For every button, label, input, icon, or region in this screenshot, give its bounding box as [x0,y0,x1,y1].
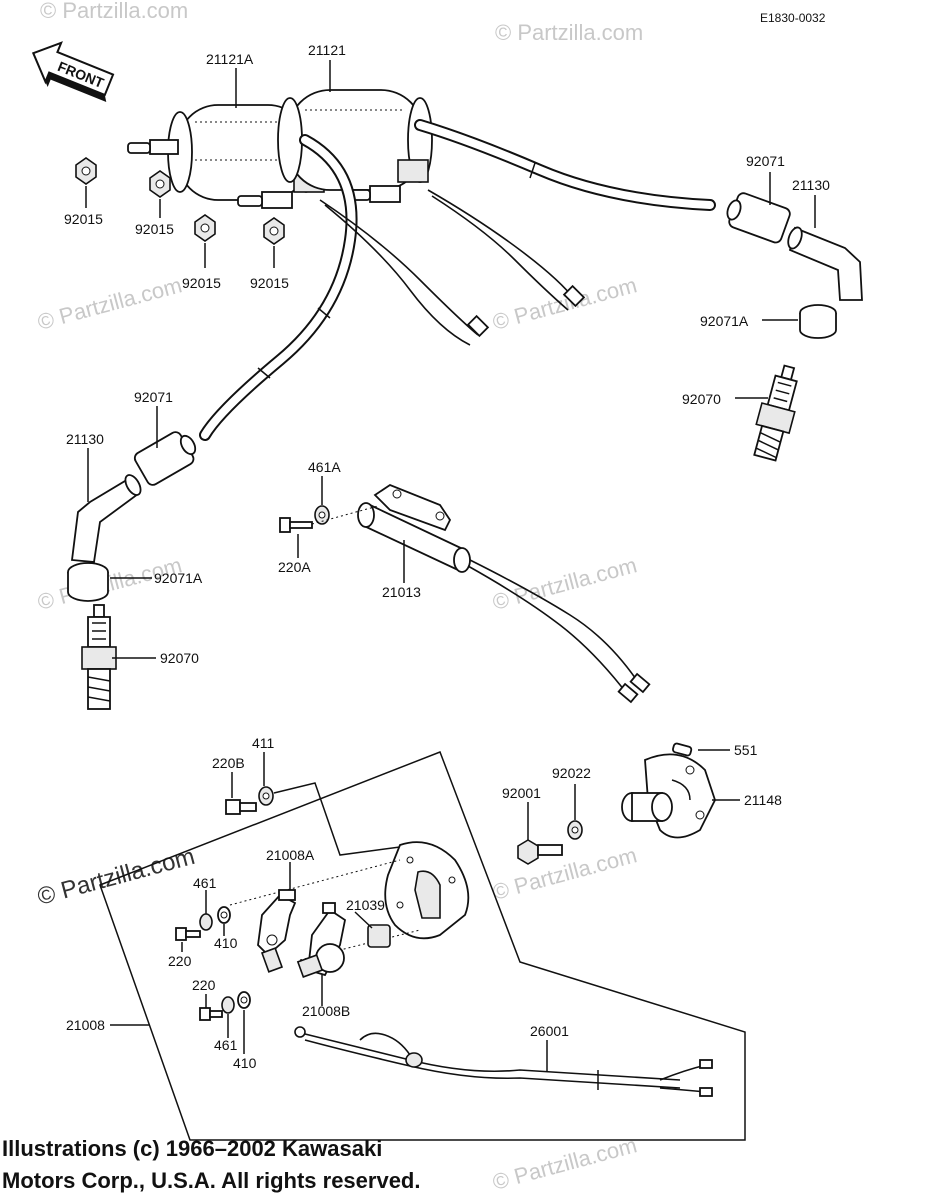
cap-92071-left [133,431,197,486]
part-label: 21008 [66,1017,105,1033]
part-label: 92071 [134,389,173,405]
contact-breaker-21008B [296,902,347,978]
copyright-line: Illustrations (c) 1966–2002 Kawasaki [2,1136,383,1161]
nut-92015 [194,214,216,242]
part-label: 92071A [154,570,203,586]
ignition-coil-21121 [277,89,433,203]
part-label: 92015 [250,275,289,291]
washer-92022 [567,820,583,840]
part-label: 461 [193,875,217,891]
washer-410 [217,906,231,924]
part-label: 21008B [302,1003,350,1019]
washer-411 [258,786,274,806]
wiring-harness-26001 [294,1026,713,1097]
part-label: 220A [278,559,311,575]
diagram-code: E1830-0032 [760,11,826,25]
leader-lines [85,60,816,1072]
part-label: 21039 [346,897,385,913]
part-label: 92070 [160,650,199,666]
washer-461A [314,505,330,525]
screw-220 [199,1007,223,1021]
breaker-plate [384,841,470,940]
screw-220A [279,517,313,533]
pin-551 [672,742,693,757]
washer-410 [237,991,251,1009]
nut-92015 [75,157,97,185]
part-label: 92070 [682,391,721,407]
part-label: 92001 [502,785,541,801]
part-label: 92015 [64,211,103,227]
part-label: 461A [308,459,341,475]
watermark: © Partzilla.com [495,20,643,45]
part-label: 26001 [530,1023,569,1039]
bolt-92001 [517,839,563,865]
part-label: 92015 [182,275,221,291]
part-label: 220 [168,953,192,969]
coil-wires [319,189,586,346]
part-label: 551 [734,742,758,758]
spark-plug-92070-left [81,604,117,710]
cap-92071-right [726,192,791,244]
part-labels: 21121A 21121 92015 92015 92015 92015 920… [64,42,830,1071]
watermark: © Partzilla.com [490,272,640,335]
part-label: 92071A [700,313,749,329]
watermark: © Partzilla.com [35,843,198,911]
advancer-21148 [621,753,716,839]
nut-92015 [149,170,171,198]
watermark: © Partzilla.com [35,272,185,335]
part-label: 21008A [266,847,315,863]
part-label: 461 [214,1037,238,1053]
screw-220 [175,927,201,941]
capacitor-21039 [367,924,391,948]
seal-92071A-left [67,562,109,602]
watermark: © Partzilla.com [40,0,188,23]
condenser-21013 [357,483,651,704]
part-label: 21148 [744,792,782,808]
screw-220B [225,799,257,815]
part-label: 410 [214,935,238,951]
copyright-notice: Illustrations (c) 1966–2002 Kawasaki Mot… [2,1133,420,1197]
plug-cap-21130-left [70,474,142,563]
part-label: 21130 [66,431,104,447]
contact-breaker-21008A [257,889,297,973]
seal-92071A-right [799,304,837,339]
washer-461 [221,996,235,1014]
part-label: 21013 [382,584,421,600]
watermark: © Partzilla.com [490,1132,640,1195]
part-label: 92015 [135,221,174,237]
part-label: 411 [252,735,275,751]
nut-92015 [263,217,285,245]
copyright-line: Motors Corp., U.S.A. All rights reserved… [2,1168,421,1193]
front-arrow-icon: FRONT [31,41,115,103]
washer-461 [199,913,213,931]
part-label: 92071 [746,153,785,169]
part-label: 220 [192,977,216,993]
part-label: 21130 [792,177,830,193]
part-label: 220B [212,755,245,771]
part-label: 92022 [552,765,591,781]
watermark: © Partzilla.com [490,842,640,905]
watermark: © Partzilla.com [490,552,640,615]
plug-cap-21130-right [787,226,863,301]
spark-plug-92070-right [753,364,798,462]
part-label: 21121 [308,42,346,58]
part-label: 410 [233,1055,257,1071]
part-label: 21121A [206,51,254,67]
assembly-21008-outline [99,751,746,1141]
